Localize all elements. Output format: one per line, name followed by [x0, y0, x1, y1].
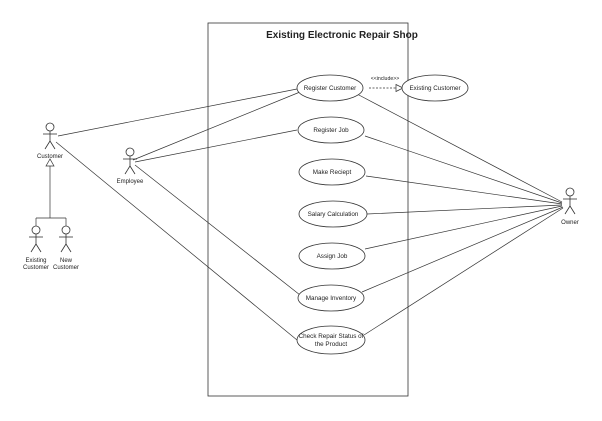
- actor-owner-label: Owner: [561, 220, 579, 226]
- actor-new-customer-label: New: [60, 258, 73, 264]
- assoc-customer-check-repair: [55, 141, 298, 341]
- assoc-owner-manage-inventory: [361, 206, 564, 293]
- svg-text:Make Reciept: Make Reciept: [313, 169, 352, 176]
- actor-new-customer[interactable]: [59, 225, 73, 253]
- generalization: [35, 158, 67, 226]
- assoc-employee-manage-inventory: [134, 164, 301, 296]
- use-case-register-job[interactable]: Register Job: [297, 116, 365, 144]
- assoc-owner-make-receipt: [365, 175, 563, 205]
- assoc-customer-register-customer: [57, 88, 298, 137]
- associations: [55, 88, 564, 341]
- use-case-assign-job[interactable]: Assign Job: [298, 242, 366, 270]
- svg-text:Assign Job: Assign Job: [317, 253, 348, 260]
- assoc-owner-register-customer: [356, 93, 563, 203]
- svg-text:Salary Calculation: Salary Calculation: [308, 211, 359, 218]
- system-boundary: [207, 22, 409, 397]
- use-case-check-repair-status[interactable]: Check Repair Status of the Product: [296, 325, 366, 355]
- svg-text:Manage Inventory: Manage Inventory: [306, 295, 357, 302]
- svg-text:Check Repair Status of: Check Repair Status of: [299, 333, 364, 340]
- actor-new-customer-label-2: Customer: [53, 265, 79, 271]
- assoc-employee-register-customer: [132, 91, 301, 161]
- system-title: Existing Electronic Repair Shop: [266, 30, 418, 41]
- assoc-employee-register-job: [134, 129, 298, 163]
- generalization-arrowhead: [45, 158, 55, 167]
- actor-existing-customer[interactable]: [29, 225, 43, 253]
- assoc-owner-register-job: [364, 135, 563, 204]
- use-case-salary-calculation[interactable]: Salary Calculation: [298, 200, 368, 228]
- actor-employee[interactable]: [123, 147, 137, 175]
- use-case-make-receipt[interactable]: Make Reciept: [298, 158, 366, 186]
- actor-customer[interactable]: [43, 122, 57, 150]
- actor-existing-customer-label-2: Customer: [23, 265, 49, 271]
- include-label: <<include>>: [371, 76, 400, 82]
- assoc-owner-salary: [366, 204, 563, 215]
- assoc-owner-assign-job: [364, 205, 563, 250]
- actor-employee-label: Employee: [117, 179, 144, 185]
- actor-customer-label: Customer: [37, 154, 63, 160]
- include-dependency: <<include>>: [369, 76, 404, 93]
- assoc-owner-check-repair: [363, 207, 564, 336]
- use-case-register-customer[interactable]: Register Customer: [296, 74, 364, 102]
- actor-existing-customer-label: Existing: [25, 258, 46, 264]
- use-case-existing-customer[interactable]: Existing Customer: [401, 74, 469, 102]
- svg-text:the Product: the Product: [315, 341, 347, 348]
- svg-text:Register Job: Register Job: [313, 127, 349, 134]
- svg-text:Register Customer: Register Customer: [304, 85, 357, 92]
- use-case-manage-inventory[interactable]: Manage Inventory: [297, 284, 365, 312]
- actor-owner[interactable]: [563, 187, 577, 215]
- svg-text:Existing Customer: Existing Customer: [409, 85, 460, 92]
